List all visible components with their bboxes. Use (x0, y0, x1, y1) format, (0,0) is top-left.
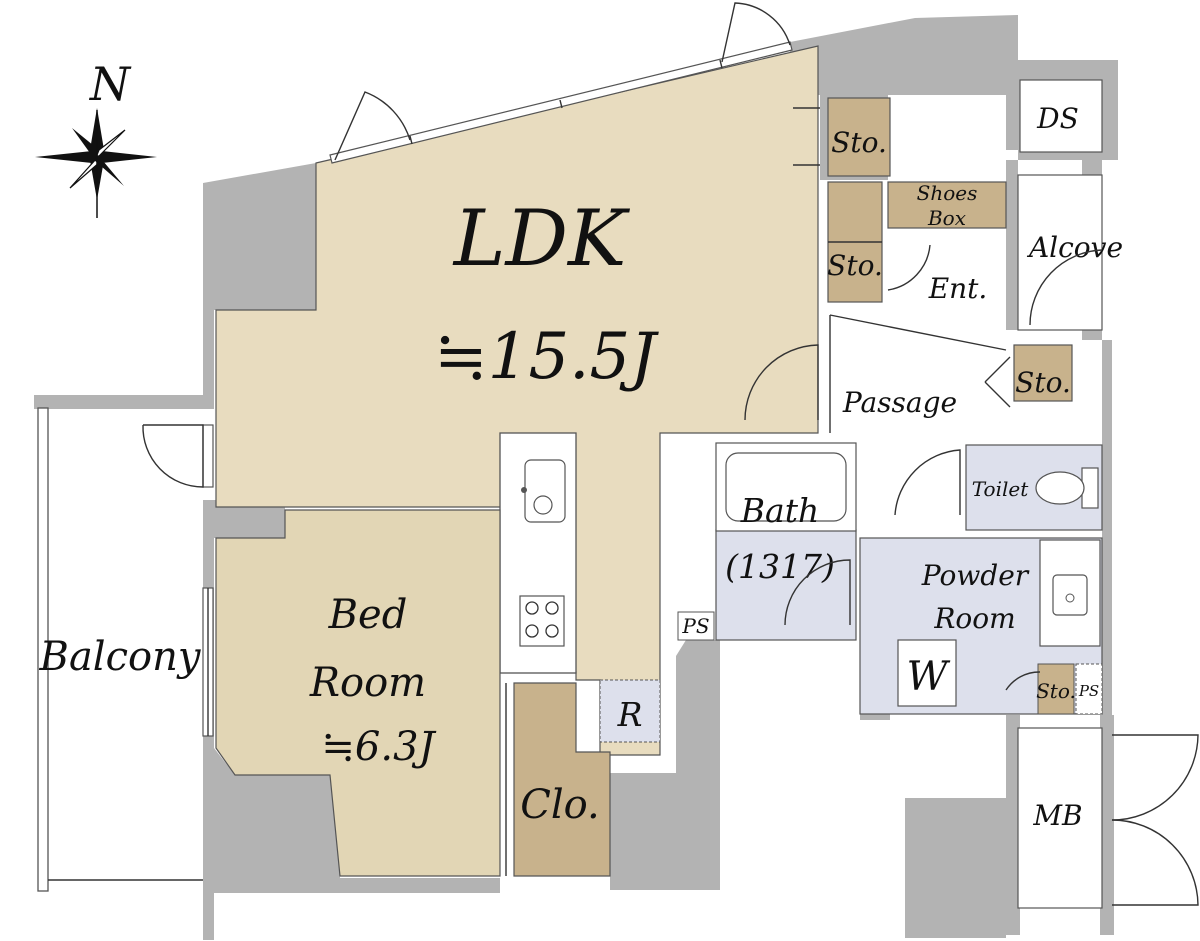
sink (524, 459, 566, 523)
balcony-label: Balcony (39, 634, 202, 680)
passage-label: Passage (842, 386, 957, 419)
powder-room-label-line1: Powder (921, 559, 1030, 592)
bath-label: Bath (740, 491, 819, 530)
bedroom-area: ≒6.3J (321, 724, 436, 770)
ps-powder-label: PS (1078, 682, 1099, 700)
shoes-box-label-line1: Shoes (917, 181, 978, 205)
toilet-label: Toilet (972, 477, 1029, 501)
bath-size: (1317) (725, 547, 835, 586)
ldk-area: ≒15.5J (434, 320, 659, 394)
storage-top-label: Sto. (831, 126, 887, 159)
refrigerator-label: R (617, 695, 643, 734)
balcony: Balcony (34, 395, 214, 892)
ldk-windows (329, 41, 793, 164)
mb-space (1017, 727, 1103, 909)
storage-top (827, 97, 891, 177)
storage-powder-label: Sto. (1036, 679, 1076, 703)
mb-label: MB (1032, 799, 1082, 832)
powder-room-label-line2: Room (933, 602, 1015, 635)
entrance-label: Ent. (928, 272, 988, 305)
bedroom-floor (215, 509, 501, 877)
bedroom-label-line1: Bed (328, 592, 408, 638)
washer-label: W (906, 654, 950, 700)
compass: N (35, 57, 157, 218)
bedroom-label-line2: Room (309, 660, 426, 706)
ps-kitchen-label: PS (681, 614, 709, 638)
refrigerator-space (599, 679, 661, 743)
bathtub (715, 442, 857, 532)
bedroom-window (202, 587, 214, 737)
balcony-door (142, 424, 214, 488)
closet (513, 682, 611, 877)
ldk-window-doors (334, 2, 819, 421)
washer-space: W (897, 639, 957, 707)
compass-north-label: N (89, 57, 132, 111)
ds-shaft (1019, 79, 1103, 153)
ldk-floor (215, 45, 819, 756)
storage-passage (1013, 344, 1073, 402)
passage: Passage (829, 314, 1007, 433)
storage-passage-label: Sto. (1015, 366, 1071, 399)
toilet-fixture (1035, 467, 1099, 509)
alcove-label: Alcove (1026, 231, 1123, 264)
ps-powder (1075, 663, 1103, 715)
storage-powder (1037, 663, 1075, 715)
kitchen-counter (499, 432, 577, 674)
ds-label: DS (1036, 102, 1079, 135)
alcove (1017, 174, 1103, 331)
ldk-label: LDK (452, 194, 631, 284)
closet-label: Clo. (520, 782, 600, 828)
washbasin (1039, 539, 1101, 647)
ps-kitchen (677, 611, 715, 641)
stove (519, 595, 565, 647)
storage-entrance-label: Sto. (827, 249, 883, 282)
bath-floor (715, 529, 857, 641)
shoes-box-label-line2: Box (927, 206, 966, 230)
shoes-box (887, 181, 1007, 229)
